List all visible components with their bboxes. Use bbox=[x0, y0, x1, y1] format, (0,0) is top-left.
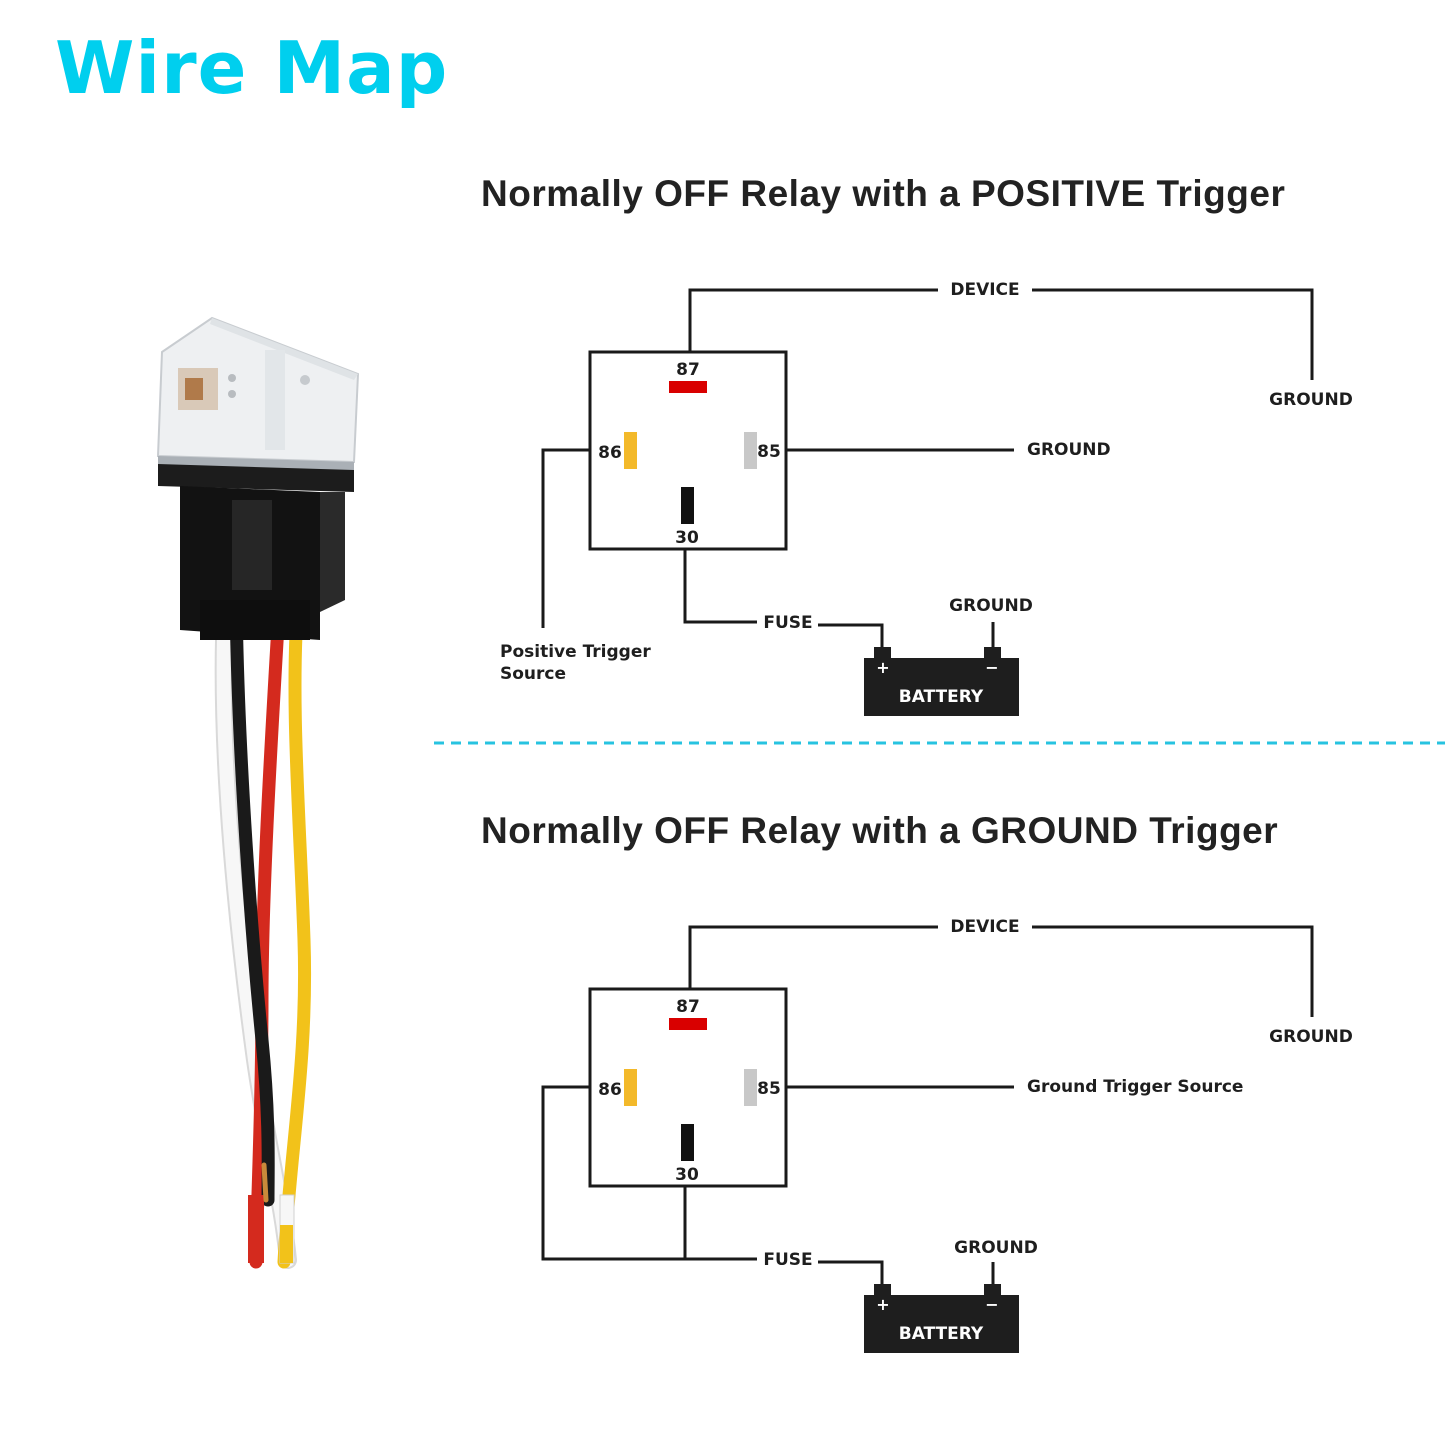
pin-85-label: 85 bbox=[757, 1079, 781, 1099]
wire-87-device bbox=[688, 925, 938, 989]
pin-86-bar bbox=[624, 1069, 637, 1106]
diagram-title-ground-trigger: Normally OFF Relay with a GROUND Trigger bbox=[481, 810, 1279, 851]
relay-socket bbox=[158, 462, 354, 640]
battery-label: BATTERY bbox=[899, 687, 984, 707]
pin-30-bar bbox=[681, 1124, 694, 1161]
wire-30-fuse bbox=[683, 1186, 757, 1261]
fuse-label: FUSE bbox=[763, 613, 812, 633]
relay-clear-cover bbox=[156, 316, 360, 470]
diagram-title-positive-trigger: Normally OFF Relay with a POSITIVE Trigg… bbox=[481, 173, 1286, 214]
pin-86-label: 86 bbox=[598, 443, 622, 463]
pin-30-bar bbox=[681, 487, 694, 524]
wire-fuse-battery bbox=[818, 623, 884, 650]
pin-87-label: 87 bbox=[676, 997, 700, 1017]
device-ground-label: GROUND bbox=[1269, 1027, 1353, 1047]
battery-ground-label: GROUND bbox=[949, 596, 1033, 616]
relay-harness-image bbox=[156, 316, 360, 1269]
pin-86-bar bbox=[624, 432, 637, 469]
yellow-wire bbox=[277, 593, 312, 1269]
battery-positive-diagram: + − BATTERY bbox=[864, 647, 1019, 716]
diagram-positive-trigger bbox=[541, 288, 1314, 650]
pin-85-label: 85 bbox=[757, 442, 781, 462]
wire-device-ground bbox=[1032, 925, 1314, 1017]
wire-fuse-battery bbox=[818, 1260, 884, 1287]
pin-87-bar bbox=[669, 1018, 707, 1030]
pin85-ground-label: GROUND bbox=[1027, 440, 1111, 460]
copper-strands bbox=[261, 1162, 269, 1203]
battery-body bbox=[864, 1295, 1019, 1353]
fuse-label: FUSE bbox=[763, 1250, 812, 1270]
diagram-positive-labels: DEVICE GROUND GROUND Positive Trigger So… bbox=[500, 280, 1353, 684]
wire-87-device bbox=[688, 288, 938, 352]
wire-device-ground bbox=[1032, 288, 1314, 380]
device-label: DEVICE bbox=[950, 280, 1019, 300]
page-title: Wire Map bbox=[55, 26, 449, 110]
pin-85-bar bbox=[744, 1069, 757, 1106]
diagram-ground-trigger bbox=[541, 925, 1314, 1287]
pin-87-label: 87 bbox=[676, 360, 700, 380]
ground-trigger-source-label: Ground Trigger Source bbox=[1027, 1077, 1243, 1097]
yellow-wire-tip bbox=[280, 1225, 293, 1263]
trigger-source-label-line2: Source bbox=[500, 664, 566, 684]
pin-30-label: 30 bbox=[675, 528, 699, 548]
battery-ground-label: GROUND bbox=[954, 1238, 1038, 1258]
battery-plus: + bbox=[876, 1295, 889, 1314]
black-wire bbox=[229, 593, 275, 1207]
device-ground-label: GROUND bbox=[1269, 390, 1353, 410]
relay-wires bbox=[214, 593, 312, 1269]
pin-85-bar bbox=[744, 432, 757, 469]
pin-86-label: 86 bbox=[598, 1080, 622, 1100]
pin-87-bar bbox=[669, 381, 707, 393]
battery-label: BATTERY bbox=[899, 1324, 984, 1344]
diagram-positive-pins: 87 86 85 30 bbox=[598, 360, 781, 548]
white-wire-core bbox=[216, 603, 295, 1267]
battery-plus: + bbox=[876, 658, 889, 677]
device-label: DEVICE bbox=[950, 917, 1019, 937]
diagram-ground-labels: DEVICE GROUND Ground Trigger Source FUSE… bbox=[763, 917, 1352, 1270]
battery-ground-diagram: + − BATTERY bbox=[864, 1284, 1019, 1353]
diagram-ground-pins: 87 86 85 30 bbox=[598, 997, 781, 1185]
battery-body bbox=[864, 658, 1019, 716]
battery-minus: − bbox=[985, 1295, 998, 1314]
red-wire-tip bbox=[248, 1195, 264, 1263]
pin-30-label: 30 bbox=[675, 1165, 699, 1185]
wire-30-fuse bbox=[683, 549, 757, 624]
wire-86-to-30 bbox=[541, 1085, 685, 1261]
trigger-source-label-line1: Positive Trigger bbox=[500, 642, 651, 662]
battery-minus: − bbox=[985, 658, 998, 677]
wire-86-trigger bbox=[541, 448, 590, 628]
